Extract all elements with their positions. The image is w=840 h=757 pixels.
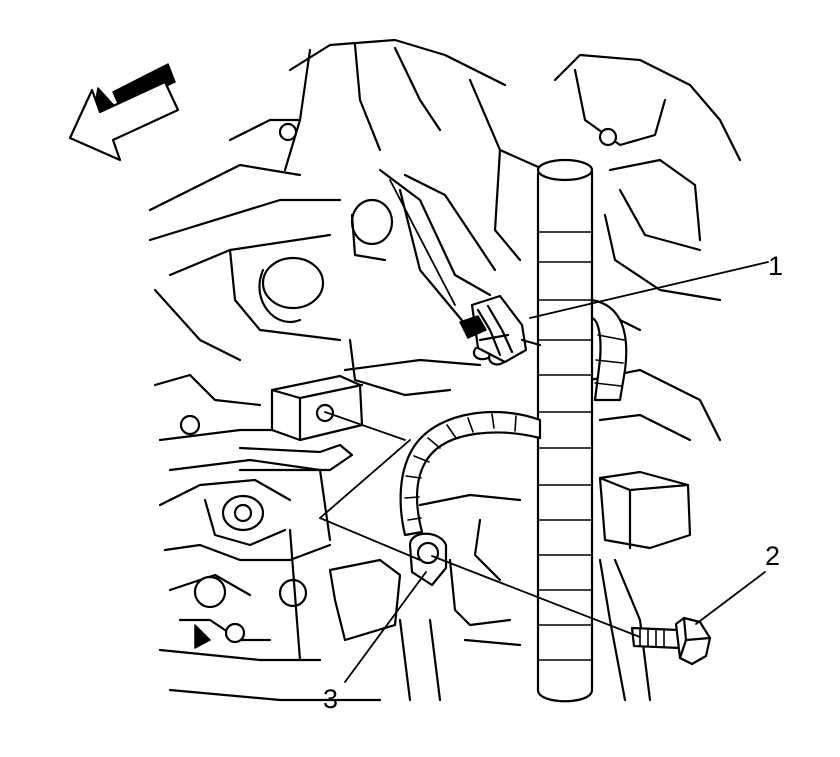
direction-arrow-icon [68,63,180,162]
ground-wire-branch [399,411,542,537]
mount-hole [278,122,298,142]
callout-3: 3 [323,684,338,714]
ground-bolt [630,616,712,666]
callout-1: 1 [768,251,783,281]
engine-block [148,38,742,702]
wiring-harness-conduit [536,158,628,703]
ground-terminal [408,532,448,587]
callout-2: 2 [765,541,780,571]
electrical-connector [459,294,542,366]
leader-lines [319,179,769,683]
